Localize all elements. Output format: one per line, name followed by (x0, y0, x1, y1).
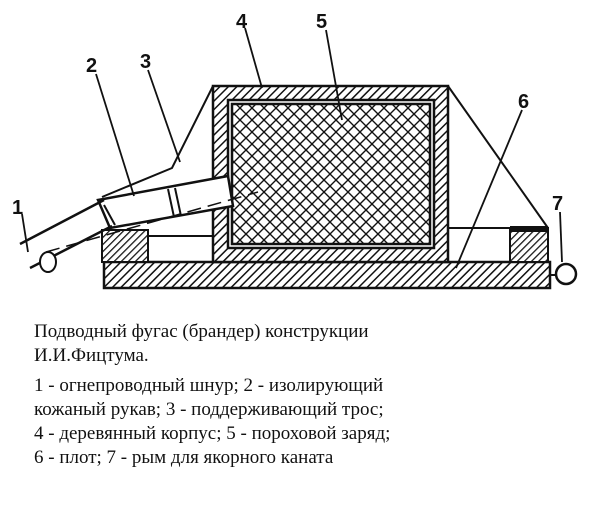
leader-7 (559, 211, 563, 263)
caption-title-line1: Подводный фугас (брандер) конструкции (34, 321, 369, 342)
label-5: 5 (316, 11, 327, 33)
caption-legend-line3: 4 - деревянный корпус; 5 - пороховой зар… (34, 423, 391, 444)
sleeve-band (167, 188, 175, 218)
leader-4 (244, 27, 263, 89)
leader-5 (325, 29, 343, 121)
right-support-cap (510, 226, 548, 232)
sleeve-band-2 (174, 187, 182, 217)
leader-1 (21, 213, 29, 253)
right-support-block (509, 227, 549, 263)
powder-charge (230, 102, 432, 246)
supporting-rope-right (447, 85, 549, 229)
label-6: 6 (518, 91, 529, 113)
leather-sleeve (96, 174, 235, 230)
leader-3 (147, 69, 181, 163)
caption-legend-line2: кожаный рукав; 3 - поддерживающий трос; (34, 399, 384, 420)
fuse-cord-end (39, 251, 57, 273)
fuse-cord-core (45, 191, 259, 253)
supporting-rope-left (101, 85, 214, 198)
leader-6 (455, 109, 523, 269)
label-3: 3 (140, 51, 151, 73)
caption-legend-line4: 6 - плот; 7 - рым для якорного каната (34, 447, 334, 468)
label-1: 1 (12, 197, 23, 219)
leader-2 (95, 73, 135, 197)
caption-title-line2: И.И.Фицтума. (34, 345, 149, 366)
brander-diagram: 1 2 3 4 5 6 7 (12, 11, 578, 290)
caption: Подводный фугас (брандер) конструкции И.… (34, 320, 594, 470)
label-2: 2 (86, 55, 97, 77)
anchor-ring (554, 262, 578, 286)
fuse-cord-top (19, 198, 105, 246)
raft (102, 260, 552, 290)
caption-legend-line1: 1 - огнепроводный шнур; 2 - изолирующий (34, 375, 384, 396)
label-7: 7 (552, 193, 563, 215)
left-support-block (101, 229, 149, 263)
sleeve-inner-edge (103, 204, 116, 226)
label-4: 4 (236, 11, 248, 33)
